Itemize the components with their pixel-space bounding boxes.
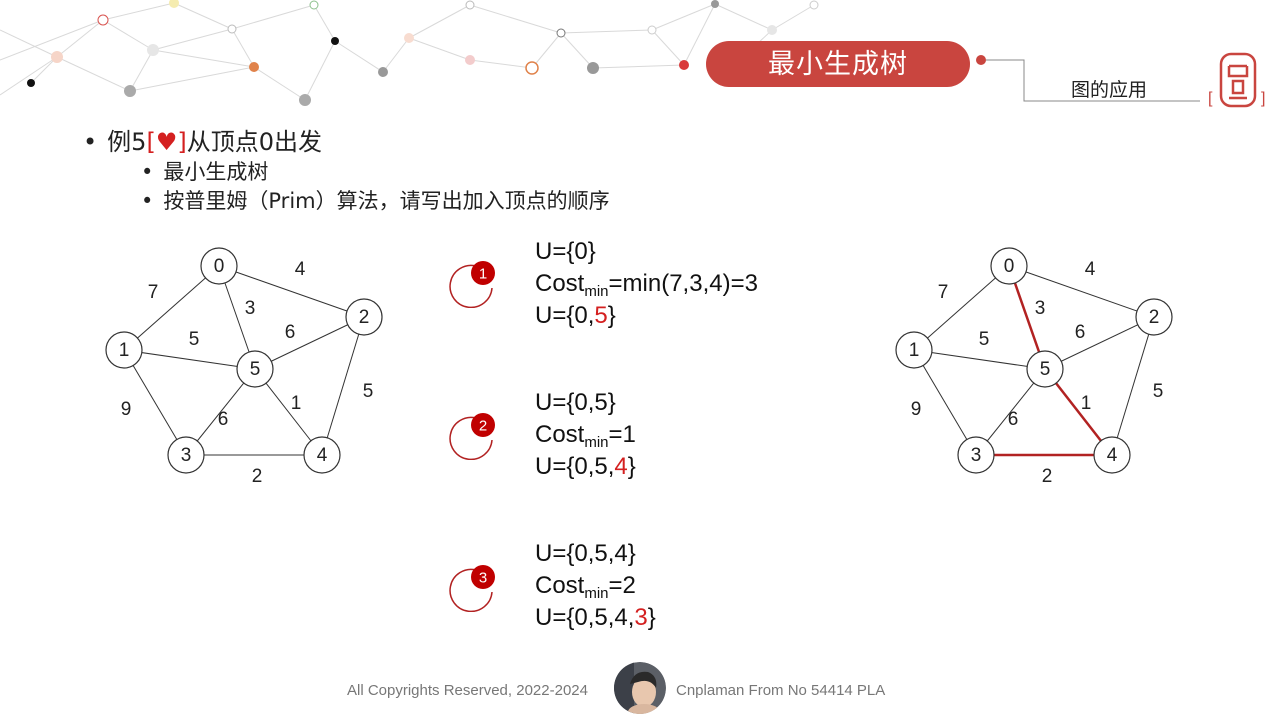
graph-original: 7 4 3 5 6 5 9 6 1 2 0 1 2 3 4 5: [105, 247, 383, 487]
vertex-4: [303, 436, 341, 474]
edge-5-2: [1044, 316, 1155, 370]
edge-0-2: [1008, 265, 1155, 318]
edge-weight-0-5: 3: [245, 298, 256, 319]
edge-weight-2-4: 5: [363, 381, 374, 402]
edge-1-3: [913, 349, 977, 456]
vertex-label-3: 3: [971, 445, 982, 466]
footer-copyright: All Copyrights Reserved, 2022-2024: [347, 682, 588, 699]
vertex-5: [1026, 350, 1064, 388]
vertex-4: [1093, 436, 1131, 474]
edge-weight-0-1: 7: [938, 282, 949, 303]
edge-1-5: [913, 349, 1046, 370]
vertex-5: [236, 350, 274, 388]
heart-icon: ♥: [155, 128, 178, 156]
bracket-close: ]: [177, 128, 187, 156]
edge-weight-5-3: 6: [218, 409, 229, 430]
edge-weight-0-5: 3: [1035, 298, 1046, 319]
edge-weight-5-2: 6: [1075, 322, 1086, 343]
edge-weight-3-4: 2: [1042, 466, 1053, 487]
footer-author: Cnplaman From No 54414 PLA: [676, 682, 886, 699]
step-marker-2: 2: [449, 413, 495, 460]
seal-logo-icon: [ ]: [1208, 52, 1265, 108]
section-label: 图的应用: [1071, 79, 1148, 101]
vertex-label-2: 2: [1149, 307, 1160, 328]
vertex-label-4: 4: [1107, 445, 1118, 466]
edge-1-5: [123, 349, 256, 370]
vertex-label-0: 0: [1004, 256, 1015, 277]
edge-weight-0-2: 4: [1085, 259, 1096, 280]
vertex-label-5: 5: [1040, 359, 1051, 380]
vertex-2: [345, 298, 383, 336]
vertex-label-0: 0: [214, 256, 225, 277]
edge-weight-1-3: 9: [911, 399, 922, 420]
edge-2-4: [1111, 316, 1155, 456]
svg-text:]: ]: [1261, 90, 1265, 107]
author-avatar: [614, 662, 666, 714]
vertex-label-1: 1: [119, 340, 130, 361]
vertex-1: [895, 331, 933, 369]
edge-weight-5-4: 1: [291, 393, 302, 414]
vertex-3: [957, 436, 995, 474]
edge-weight-0-1: 7: [148, 282, 159, 303]
step-number: 2: [479, 418, 487, 435]
vertex-0: [990, 247, 1028, 285]
step-number: 3: [479, 570, 487, 587]
step-number: 1: [479, 266, 487, 283]
vertex-label-2: 2: [359, 307, 370, 328]
edge-0-2: [218, 265, 365, 318]
new-vertex: 5: [594, 302, 608, 329]
vertex-label-5: 5: [250, 359, 261, 380]
bracket-open: [: [146, 128, 156, 156]
vertex-label-4: 4: [317, 445, 328, 466]
step-2-text: U={0,5} Costmin=1 U={0,5,4}: [535, 389, 636, 480]
step-3-text: U={0,5,4} Costmin=2 U={0,5,4,3}: [535, 540, 656, 631]
edge-5-2: [254, 316, 365, 370]
network-decoration: [0, 0, 819, 106]
edge-0-1: [913, 265, 1010, 351]
edge-weight-1-3: 9: [121, 399, 132, 420]
edge-weight-2-4: 5: [1153, 381, 1164, 402]
header-connector: [976, 55, 1200, 102]
slide-title: 最小生成树: [706, 41, 970, 87]
edge-2-4: [321, 316, 365, 456]
vertex-0: [200, 247, 238, 285]
edge-weight-1-5: 5: [979, 329, 990, 350]
example-heading: •例5[♥]从顶点0出发: [83, 128, 322, 156]
sub-bullet-mst: •最小生成树: [141, 160, 269, 184]
step-marker-1: 1: [449, 261, 495, 308]
edge-weight-5-2: 6: [285, 322, 296, 343]
sub-bullet-prim: •按普里姆（Prim）算法，请写出加入顶点的顺序: [141, 189, 610, 213]
edge-1-3: [123, 349, 187, 456]
edge-weight-3-4: 2: [252, 466, 263, 487]
edge-weight-5-4: 1: [1081, 393, 1092, 414]
new-vertex: 4: [614, 453, 628, 480]
step-marker-3: 3: [449, 565, 495, 612]
vertex-2: [1135, 298, 1173, 336]
edge-0-1: [123, 265, 220, 351]
graph-spanning-tree: 7 4 3 5 6 5 9 6 1 2 0 1 2 3 4 5: [895, 247, 1173, 487]
step-1-text: U={0} Costmin=min(7,3,4)=3 U={0,5}: [535, 238, 758, 329]
svg-text:[: [: [1208, 90, 1213, 107]
new-vertex: 3: [634, 604, 648, 631]
vertex-1: [105, 331, 143, 369]
edge-weight-0-2: 4: [295, 259, 306, 280]
vertex-label-3: 3: [181, 445, 192, 466]
vertex-label-1: 1: [909, 340, 920, 361]
vertex-3: [167, 436, 205, 474]
edge-weight-5-3: 6: [1008, 409, 1019, 430]
edge-weight-1-5: 5: [189, 329, 200, 350]
